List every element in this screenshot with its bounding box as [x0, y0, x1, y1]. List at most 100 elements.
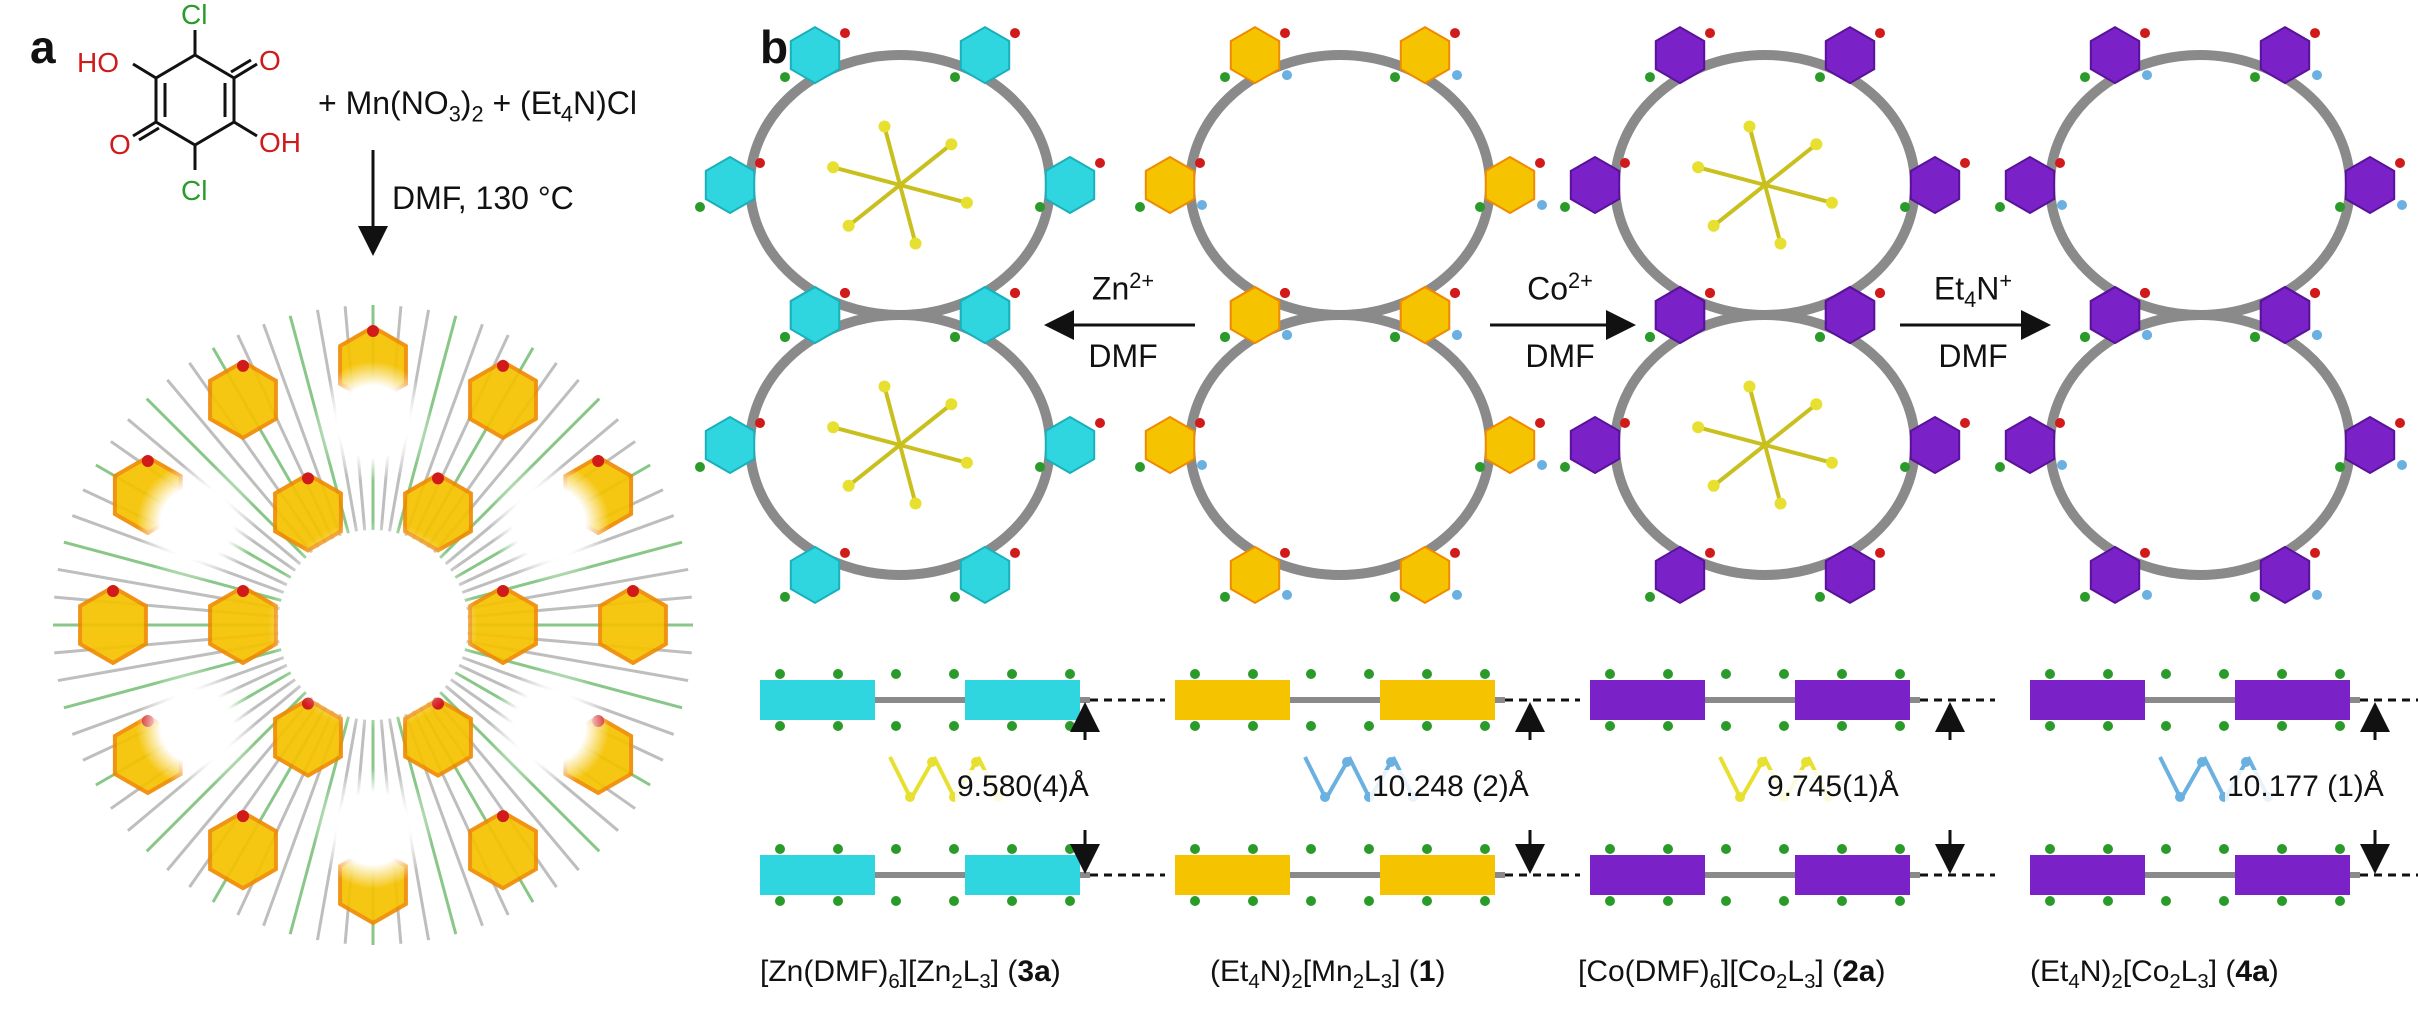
chlorine-atom: [2277, 669, 2287, 679]
chlorine-atom: [949, 896, 959, 906]
sideview-4a: [2030, 669, 2418, 906]
layer-node: [1175, 855, 1290, 895]
chlorine-atom: [2161, 896, 2171, 906]
chlorine-atom: [1220, 591, 1230, 602]
chlorine-atom: [1995, 202, 2005, 212]
metal-node: [1044, 155, 1096, 215]
ligand-o-top: O: [259, 45, 281, 76]
chlorine-atom: [1007, 669, 1017, 679]
chlorine-atom: [1135, 462, 1145, 472]
guest-arm: [1747, 125, 1767, 186]
chlorine-atom: [2250, 332, 2260, 343]
guest-atom: [1774, 497, 1787, 510]
cation-atom: [2057, 200, 2067, 210]
chlorine-atom: [1605, 896, 1615, 906]
guest-bond: [1347, 756, 1371, 798]
oxygen-atom: [2140, 288, 2150, 299]
metal-node: [1569, 155, 1621, 215]
cation-atom: [2312, 330, 2322, 341]
oxygen-atom: [497, 359, 509, 372]
chlorine-atom: [2080, 591, 2090, 602]
mn-node: [468, 359, 538, 441]
guest-atom: [960, 196, 973, 209]
chlorine-atom: [780, 332, 790, 343]
arrow-label-co-ion: Co2+: [1527, 268, 1593, 307]
chlorine-atom: [2335, 669, 2345, 679]
chlorine-atom: [1815, 591, 1825, 602]
chlorine-atom: [2335, 462, 2345, 472]
mn-node: [208, 584, 278, 666]
chlorine-atom: [891, 721, 901, 731]
cation-atom: [1537, 460, 1547, 470]
guest-bond: [1325, 761, 1349, 798]
guest-atom: [842, 479, 855, 492]
guest-bond: [888, 756, 912, 798]
chlorine-atom: [833, 669, 843, 679]
oxygen-atom: [1280, 28, 1290, 39]
chlorine-atom: [2045, 721, 2055, 731]
oxygen-atom: [1010, 547, 1020, 558]
oxygen-atom: [840, 547, 850, 558]
oxygen-atom: [1620, 158, 1630, 168]
chlorine-atom: [695, 202, 705, 212]
chlorine-atom: [2277, 844, 2287, 854]
oxygen-atom: [367, 325, 379, 337]
layer-node: [2030, 855, 2145, 895]
side-pore: [136, 666, 257, 787]
oxygen-atom: [1195, 418, 1205, 428]
oxygen-atom: [2140, 28, 2150, 39]
oxygen-atom: [755, 158, 765, 168]
guest-atom: [1692, 161, 1705, 174]
metal-node: [2344, 415, 2396, 475]
chlorine-atom: [1475, 462, 1485, 472]
layer-node: [1795, 855, 1910, 895]
chlorine-atom: [1815, 332, 1825, 343]
guest-arm: [882, 125, 902, 186]
chlorine-atom: [1306, 721, 1316, 731]
guest-bond: [910, 761, 934, 798]
guest-arm: [847, 183, 902, 228]
guest-atom: [1692, 421, 1705, 434]
cation-atom: [1282, 330, 1292, 341]
cation-atom: [1452, 589, 1462, 600]
oxygen-atom: [2310, 288, 2320, 299]
chlorine-atom: [1837, 844, 1847, 854]
oxygen-atom: [2395, 418, 2405, 428]
oxygen-atom: [141, 455, 154, 467]
chlorine-atom: [1663, 844, 1673, 854]
chlorine-atom: [2250, 591, 2260, 602]
layer-node: [760, 680, 875, 720]
guest-arm: [1712, 183, 1767, 228]
oxygen-atom: [107, 585, 119, 597]
chlorine-atom: [775, 669, 785, 679]
guest-arm: [1763, 444, 1783, 505]
guest-arm: [899, 183, 968, 205]
chlorine-atom: [1837, 896, 1847, 906]
oxygen-atom: [1875, 288, 1885, 299]
cation-atom: [2142, 330, 2152, 341]
metal-node: [959, 285, 1011, 345]
guest-atom: [1825, 196, 1838, 209]
metal-node: [959, 25, 1011, 85]
guest-atom: [1810, 138, 1823, 151]
layer-node: [1590, 680, 1705, 720]
guest-atom: [1774, 237, 1787, 250]
chlorine-atom: [1721, 721, 1731, 731]
chlorine-atom: [1065, 721, 1075, 731]
metal-node: [704, 155, 756, 215]
chlorine-atom: [1721, 896, 1731, 906]
chlorine-atom: [2045, 669, 2055, 679]
metal-node: [1144, 155, 1196, 215]
oxygen-atom: [1450, 28, 1460, 39]
linker-ring: [1185, 50, 1495, 320]
cation-atom: [1537, 200, 1547, 210]
guest-atom: [878, 120, 891, 133]
chlorine-atom: [1645, 591, 1655, 602]
reagents-label: + Mn(NO3)2 + (Et4N)Cl: [318, 85, 638, 127]
metal-node: [1824, 545, 1876, 605]
chlorine-atom: [1895, 844, 1905, 854]
chlorine-atom: [891, 669, 901, 679]
oxygen-atom: [1960, 158, 1970, 168]
reaction-conditions: DMF, 130 °C: [392, 180, 574, 216]
ligand-oh: OH: [259, 127, 301, 158]
